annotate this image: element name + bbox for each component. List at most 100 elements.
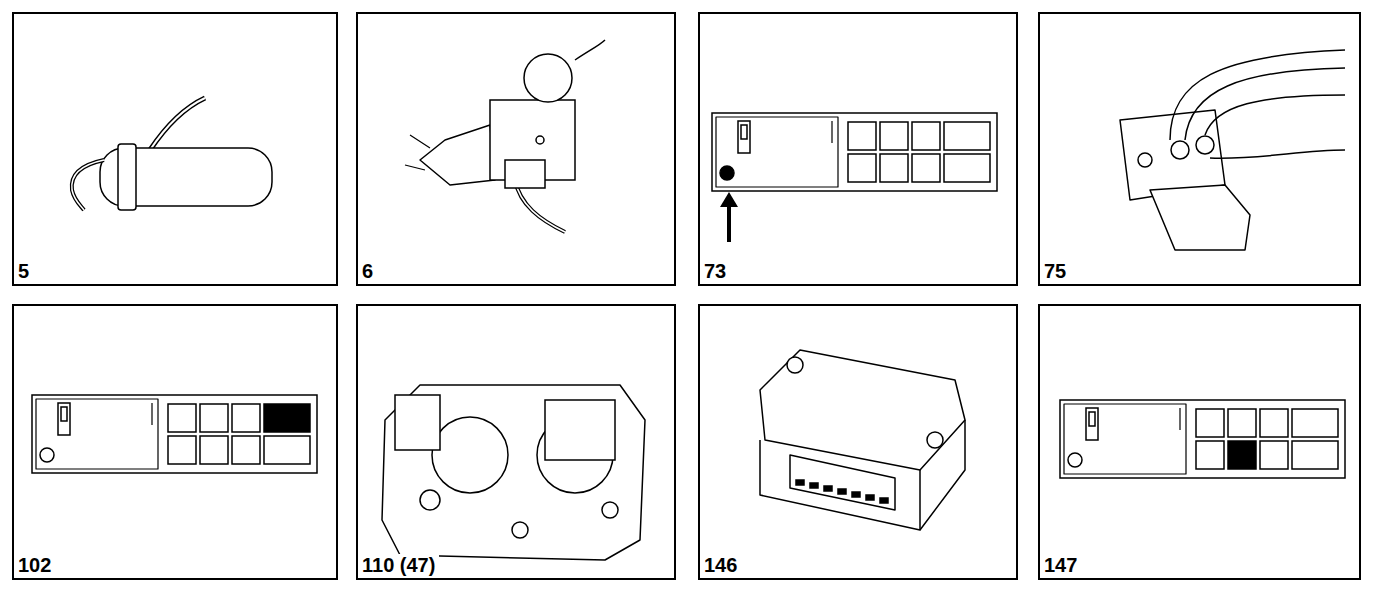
fuse-box — [712, 113, 997, 191]
connector-terminal — [1171, 141, 1189, 159]
fuse-slot — [848, 154, 876, 182]
fuse-slot — [1196, 441, 1224, 469]
module-mount — [927, 432, 943, 448]
figure-number: 147 — [1040, 554, 1081, 578]
figure-panel: 146 — [698, 304, 1018, 580]
fuse-box-left — [716, 117, 838, 187]
fuse-slot — [880, 122, 908, 150]
capacitor-lead-core — [72, 160, 104, 210]
fuse-slot — [232, 404, 260, 432]
pointer-arrow-shaft — [727, 205, 731, 242]
actuator-bracket — [505, 160, 545, 188]
figure-number: 75 — [1040, 260, 1070, 284]
fuse-box-plug — [1068, 453, 1082, 467]
figure-number: 73 — [700, 260, 730, 284]
module-mount — [787, 357, 803, 373]
actuator-nose — [420, 125, 495, 185]
pointer-arrow-head — [720, 192, 738, 207]
figure-panel: 147 — [1038, 304, 1361, 580]
cluster-lamp — [420, 490, 440, 510]
connector-base — [1150, 185, 1250, 250]
module-pin — [852, 492, 860, 497]
fuse-slot — [1292, 409, 1338, 437]
fuse-slot — [1228, 441, 1256, 469]
cluster-module — [395, 395, 440, 450]
fuse-box — [32, 395, 317, 473]
module-front — [760, 440, 920, 530]
fuse-slot — [1260, 441, 1288, 469]
figure-number: 5 — [14, 260, 33, 284]
cluster-lamp — [512, 522, 528, 538]
fuse-slot — [1196, 409, 1224, 437]
actuator-cap — [524, 54, 572, 102]
figure-panel: 102 — [12, 304, 338, 580]
fuse-slot — [168, 404, 196, 432]
fuse-slot — [848, 122, 876, 150]
fuse-slot — [232, 436, 260, 464]
module-side — [920, 420, 965, 530]
cluster-lamp — [602, 502, 618, 518]
module-pin — [866, 495, 874, 500]
figure-panel: 5 — [12, 12, 338, 286]
fuse-slot — [912, 122, 940, 150]
cluster-housing — [382, 385, 645, 560]
connector-wire — [1205, 95, 1345, 135]
fuse-box-plug — [40, 448, 54, 462]
figure-number: 102 — [14, 554, 55, 578]
module-body — [760, 350, 965, 470]
figure-number: 110 (47) — [358, 554, 439, 578]
module-pin — [880, 498, 888, 503]
capacitor-wire — [150, 98, 205, 150]
relay-inner — [741, 125, 747, 139]
fuse-slot — [168, 436, 196, 464]
capacitor-wire-core — [150, 98, 205, 150]
fuse-slot — [1292, 441, 1338, 469]
module-pin — [796, 480, 804, 485]
connector-terminal — [1196, 136, 1214, 154]
fuse-box — [1060, 400, 1345, 478]
capacitor-lead — [72, 160, 104, 210]
module-socket — [790, 455, 895, 510]
fuse-box-left — [36, 399, 158, 469]
connector-wire — [1170, 50, 1345, 140]
fuse-slot — [200, 404, 228, 432]
fuse-slot — [264, 404, 310, 432]
fuse-slot — [264, 436, 310, 464]
module-pin — [824, 486, 832, 491]
connector-wire — [1185, 68, 1345, 140]
fuse-box-tab — [831, 121, 832, 143]
figure-panel: 73 — [698, 12, 1018, 286]
relay-symbol — [58, 403, 70, 435]
figure-number: 146 — [700, 554, 741, 578]
fuse-slot — [200, 436, 228, 464]
actuator-screw — [536, 136, 544, 144]
fuse-slot — [944, 122, 990, 150]
module-pin — [810, 483, 818, 488]
fuse-slot — [912, 154, 940, 182]
fuse-slot — [1260, 409, 1288, 437]
fuse-box-left — [1064, 404, 1186, 474]
connector-wire — [1210, 150, 1345, 158]
fuse-box-plug — [720, 166, 734, 180]
fuse-slot — [880, 154, 908, 182]
fuse-slot — [1228, 409, 1256, 437]
figure-panel: 75 — [1038, 12, 1361, 286]
fuse-slot — [944, 154, 990, 182]
actuator-pins — [405, 135, 430, 170]
capacitor-band — [118, 144, 136, 210]
actuator-wire — [575, 40, 605, 60]
fuse-box-tab — [151, 403, 152, 425]
connector-screw — [1138, 153, 1152, 167]
module-pin — [838, 489, 846, 494]
fuse-box-tab — [1179, 408, 1180, 430]
relay-inner — [1089, 412, 1095, 426]
cluster-module — [545, 400, 615, 460]
figure-panel: 110 (47) — [356, 304, 676, 580]
relay-symbol — [1086, 408, 1098, 440]
figure-number: 6 — [358, 260, 377, 284]
cluster-dial — [432, 417, 508, 493]
figure-panel: 6 — [356, 12, 676, 286]
relay-inner — [61, 407, 67, 421]
